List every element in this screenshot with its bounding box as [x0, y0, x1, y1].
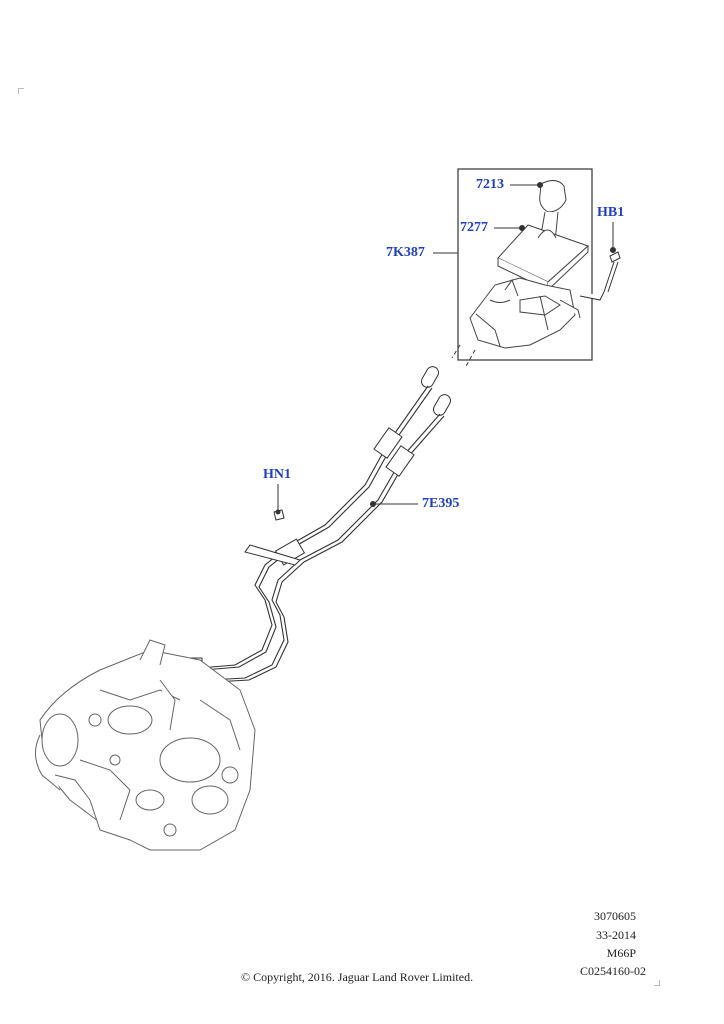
reference-line-2: 33-2014 — [596, 928, 636, 942]
cable-sleeves — [171, 427, 415, 689]
shifter-housing-drawing — [469, 277, 581, 349]
corner-mark-bottom-right — [654, 980, 660, 986]
bolt-drawing — [579, 251, 621, 301]
callout-7k387[interactable]: 7K387 — [386, 245, 425, 260]
callout-hn1[interactable]: HN1 — [263, 467, 291, 482]
leader-lines — [275, 182, 616, 515]
callout-7213[interactable]: 7213 — [476, 177, 504, 192]
callout-7277[interactable]: 7277 — [460, 220, 488, 235]
callout-hb1[interactable]: HB1 — [597, 205, 625, 220]
shifter-assembly-box — [457, 168, 593, 361]
reference-line-4: C0254160-02 — [580, 964, 646, 978]
cable-lines — [199, 385, 445, 683]
copyright-text: © Copyright, 2016. Jaguar Land Rover Lim… — [241, 970, 474, 984]
corner-mark-top-left — [18, 88, 24, 94]
reference-line-3: M66P — [606, 946, 636, 960]
reference-line-1: 3070605 — [594, 909, 636, 923]
callout-7e395[interactable]: 7E395 — [422, 496, 460, 511]
transmission-drawing — [35, 639, 256, 851]
cable-ends-drawing — [421, 344, 476, 416]
